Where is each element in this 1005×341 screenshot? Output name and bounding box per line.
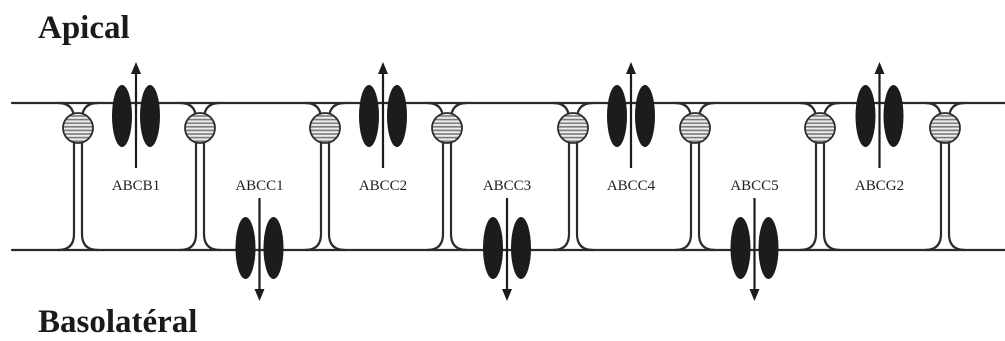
tight-junction (679, 112, 711, 144)
down-arrow-icon (254, 289, 265, 301)
lateral-membrane (80, 101, 100, 252)
label-background (600, 175, 662, 195)
transporter-label: ABCB1 (112, 178, 160, 194)
lateral-membrane (947, 101, 967, 252)
lateral-membrane (425, 101, 445, 252)
lateral-membrane (551, 101, 571, 252)
label-background (105, 175, 167, 195)
lateral-membrane (923, 101, 943, 252)
lateral-membrane (327, 101, 347, 252)
transporter-subunit (387, 85, 407, 147)
basolateral-label: Basolatéral (38, 304, 198, 340)
label-background (228, 175, 291, 195)
transporter-subunit (483, 217, 503, 279)
transporter-subunit (758, 217, 779, 279)
transporter-abcc2: ABCC2 (352, 62, 414, 195)
label-background (352, 175, 414, 195)
label-background (848, 175, 911, 195)
lateral-membrane (56, 101, 76, 252)
transporter-abcb1: ABCB1 (105, 62, 167, 195)
transporter-label: ABCC4 (607, 178, 656, 194)
transporter-subunit (855, 85, 876, 147)
transporter-label: ABCC3 (483, 178, 531, 194)
tight-junction (62, 112, 94, 144)
transporter-subunit (511, 217, 531, 279)
transporter-subunit (730, 217, 751, 279)
lateral-membrane (697, 101, 717, 252)
transporter-label: ABCG2 (855, 178, 904, 194)
label-background (723, 175, 786, 195)
transporter-subunit (235, 217, 256, 279)
lateral-membrane (798, 101, 818, 252)
transporter-label: ABCC5 (730, 178, 778, 194)
transporter-abcc3: ABCC3 (476, 175, 538, 301)
transporter-label: ABCC1 (235, 178, 283, 194)
apical-label: Apical (38, 10, 130, 46)
lateral-membrane (178, 101, 198, 252)
transporter-subunit (635, 85, 655, 147)
tight-junction (309, 112, 341, 144)
down-arrow-icon (749, 289, 760, 301)
transporter-subunit (883, 85, 904, 147)
transporter-subunit (359, 85, 379, 147)
tight-junction (804, 112, 836, 144)
down-arrow-icon (502, 289, 512, 301)
transporter-subunit (263, 217, 284, 279)
label-background (476, 175, 538, 195)
tight-junction (929, 112, 961, 144)
up-arrow-icon (378, 62, 388, 74)
transporter-abcc1: ABCC1 (228, 175, 291, 301)
lateral-membrane (822, 101, 842, 252)
transporter-subunit (140, 85, 160, 147)
tight-junction (184, 112, 216, 144)
lateral-membrane (575, 101, 595, 252)
transporter-subunit (112, 85, 132, 147)
transporter-abcc5: ABCC5 (723, 175, 786, 301)
tight-junction (431, 112, 463, 144)
transporter-abcc4: ABCC4 (600, 62, 662, 195)
transporter-label: ABCC2 (359, 178, 407, 194)
up-arrow-icon (131, 62, 141, 74)
up-arrow-icon (874, 62, 885, 74)
transporter-subunit (607, 85, 627, 147)
lateral-membrane (303, 101, 323, 252)
tight-junction (557, 112, 589, 144)
lateral-membrane (202, 101, 222, 252)
lateral-membrane (673, 101, 693, 252)
transporter-abcg2: ABCG2 (848, 62, 911, 195)
up-arrow-icon (626, 62, 636, 74)
lateral-membrane (449, 101, 469, 252)
